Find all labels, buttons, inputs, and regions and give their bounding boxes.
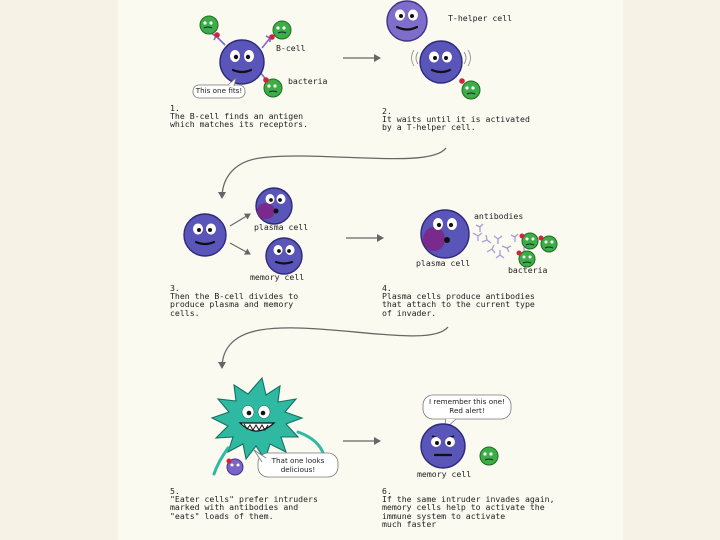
plasma-cell-icon bbox=[420, 209, 470, 259]
step6-illustration bbox=[420, 394, 512, 469]
step4-illustration bbox=[420, 209, 558, 268]
bacteria-icon bbox=[269, 20, 292, 40]
step-text: If the same intruder invades again, memo… bbox=[382, 494, 555, 529]
step-text: The B-cell finds an antigen which matche… bbox=[170, 111, 309, 130]
bacteria-icon bbox=[519, 232, 539, 250]
step3-illustration bbox=[183, 187, 303, 275]
step-text: It waits until it is activated by a T-he… bbox=[382, 114, 530, 133]
memory-cell-icon bbox=[420, 423, 466, 469]
step-caption: 3. Then the B-cell divides to produce pl… bbox=[170, 284, 298, 317]
arrow-icon bbox=[218, 147, 447, 199]
label-plasma-cell: plasma cell bbox=[416, 258, 471, 268]
step-text: "Eater cells" prefer intruders marked wi… bbox=[170, 494, 318, 521]
step-text: Plasma cells produce antibodies that att… bbox=[382, 291, 535, 318]
step-number: 1. bbox=[170, 103, 180, 113]
label-bacteria: bacteria bbox=[508, 265, 548, 275]
label-antibodies: antibodies bbox=[474, 211, 524, 221]
step-caption: 2. It waits until it is activated by a T… bbox=[382, 107, 530, 132]
plasma-cell-icon bbox=[255, 187, 293, 225]
bacteria-icon bbox=[263, 77, 283, 98]
b-cell-icon bbox=[219, 39, 265, 85]
bacteria-icon bbox=[459, 78, 481, 100]
bacteria-icon bbox=[199, 15, 220, 38]
step5-illustration bbox=[210, 376, 339, 478]
b-cell-icon bbox=[411, 40, 471, 84]
label-t-helper-cell: T-helper cell bbox=[448, 13, 513, 23]
bacteria-icon bbox=[538, 235, 558, 253]
step-caption: 5. "Eater cells" prefer intruders marked… bbox=[170, 487, 318, 520]
step-number: 6. bbox=[382, 486, 392, 496]
speech-bubble bbox=[422, 394, 512, 432]
step-number: 5. bbox=[170, 486, 180, 496]
t-helper-cell-icon bbox=[386, 0, 428, 42]
bacteria-icon bbox=[226, 458, 244, 476]
label-memory-cell: memory cell bbox=[250, 272, 305, 282]
step-number: 4. bbox=[382, 283, 392, 293]
label-bacteria: bacteria bbox=[288, 76, 328, 86]
arrow-icon bbox=[229, 242, 251, 255]
step-text: Then the B-cell divides to produce plasm… bbox=[170, 291, 299, 318]
bacteria-icon bbox=[516, 250, 536, 268]
step-caption: 6. If the same intruder invades again, m… bbox=[382, 487, 555, 528]
arrow-icon bbox=[229, 213, 251, 227]
step1-illustration bbox=[192, 15, 292, 99]
step-caption: 4. Plasma cells produce antibodies that … bbox=[382, 284, 535, 317]
antibody-icon bbox=[472, 223, 528, 259]
step-caption: 1. The B-cell finds an antigen which mat… bbox=[170, 104, 308, 129]
bubble-this-one-fits: This one fits! bbox=[195, 86, 243, 95]
speech-bubble bbox=[192, 76, 246, 99]
step-number: 2. bbox=[382, 106, 392, 116]
memory-cell-icon bbox=[265, 237, 303, 275]
b-cell-icon bbox=[183, 213, 227, 257]
arrow-icon bbox=[218, 326, 449, 369]
step-number: 3. bbox=[170, 283, 180, 293]
bacteria-icon bbox=[479, 446, 499, 466]
label-b-cell: B-cell bbox=[276, 43, 306, 53]
bubble-that-one-looks-delicious: That one looks delicious! bbox=[271, 456, 325, 474]
step2-illustration bbox=[386, 0, 481, 100]
speech-bubble bbox=[253, 449, 339, 478]
label-plasma-cell: plasma cell bbox=[254, 222, 309, 232]
bubble-i-remember-this-one: I remember this one! Red alert! bbox=[429, 397, 505, 415]
label-memory-cell: memory cell bbox=[417, 469, 472, 479]
